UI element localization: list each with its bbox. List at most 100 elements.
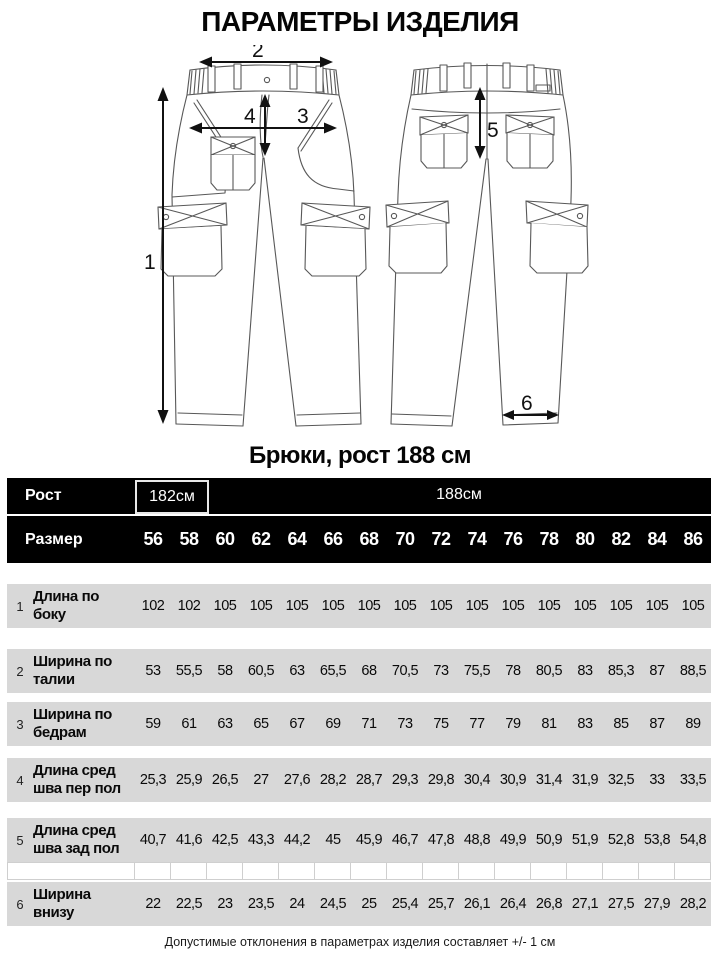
value-cell: 80,5 xyxy=(535,663,563,679)
value-cell: 27,9 xyxy=(643,896,671,912)
value-cell: 58 xyxy=(217,663,233,679)
value-cell: 55,5 xyxy=(175,663,203,679)
value-cell: 45,9 xyxy=(355,832,383,848)
empty-grid-cell xyxy=(7,862,135,880)
value-cell: 105 xyxy=(357,598,381,614)
value-cell: 25,3 xyxy=(139,772,167,788)
empty-grid-cell xyxy=(531,862,567,880)
value-cell: 33,5 xyxy=(679,772,707,788)
value-cell: 105 xyxy=(429,598,453,614)
value-cell: 30,4 xyxy=(463,772,491,788)
row-label: Длина сред шва зад пол xyxy=(33,822,120,857)
value-cell: 22 xyxy=(145,896,161,912)
height-group-182-label: 182см xyxy=(149,488,195,505)
value-cell: 50,9 xyxy=(535,832,563,848)
value-cell: 85,3 xyxy=(607,663,635,679)
pants-technical-drawing: 2 1 4 3 5 6 xyxy=(144,45,589,427)
empty-grid-cell xyxy=(387,862,423,880)
value-cell: 85 xyxy=(613,716,629,732)
value-cell: 105 xyxy=(213,598,237,614)
measure-arrow-6: 6 xyxy=(502,392,559,420)
value-cell: 27,6 xyxy=(283,772,311,788)
value-cell: 105 xyxy=(609,598,633,614)
value-cell: 59 xyxy=(145,716,161,732)
value-cell: 78 xyxy=(505,663,521,679)
value-cell: 73 xyxy=(397,716,413,732)
value-cell: 30,9 xyxy=(499,772,527,788)
size-col-64: 64 xyxy=(287,529,307,549)
value-cell: 77 xyxy=(469,716,485,732)
pants-front-view xyxy=(157,63,371,427)
tolerance-note: Допустимые отклонения в параметрах издел… xyxy=(164,935,556,949)
value-cell: 60,5 xyxy=(247,663,275,679)
value-cell: 105 xyxy=(321,598,345,614)
size-col-60: 60 xyxy=(215,529,235,549)
value-cell: 65,5 xyxy=(319,663,347,679)
value-cell: 102 xyxy=(177,598,201,614)
value-cell: 27,1 xyxy=(571,896,599,912)
value-cell: 70,5 xyxy=(391,663,419,679)
value-cell: 32,5 xyxy=(607,772,635,788)
value-cell: 105 xyxy=(501,598,525,614)
size-col-62: 62 xyxy=(251,529,271,549)
row-label: Ширина по талии xyxy=(33,653,112,688)
value-cell: 105 xyxy=(573,598,597,614)
value-cell: 73 xyxy=(433,663,449,679)
height-group-188-label: 188см xyxy=(436,486,482,503)
value-cell: 87 xyxy=(649,716,665,732)
value-cell: 105 xyxy=(537,598,561,614)
value-cell: 46,7 xyxy=(391,832,419,848)
empty-grid-cell xyxy=(423,862,459,880)
row-number: 6 xyxy=(16,896,24,912)
value-cell: 28,2 xyxy=(319,772,347,788)
value-cell: 87 xyxy=(649,663,665,679)
value-cell: 75,5 xyxy=(463,663,491,679)
value-cell: 105 xyxy=(393,598,417,614)
value-cell: 49,9 xyxy=(499,832,527,848)
size-col-82: 82 xyxy=(611,529,631,549)
empty-grid-cell xyxy=(639,862,675,880)
empty-grid-cell xyxy=(603,862,639,880)
value-cell: 25,7 xyxy=(427,896,455,912)
value-cell: 105 xyxy=(249,598,273,614)
value-cell: 45 xyxy=(325,832,341,848)
value-cell: 42,5 xyxy=(211,832,239,848)
size-col-66: 66 xyxy=(323,529,343,549)
value-cell: 67 xyxy=(289,716,305,732)
size-col-72: 72 xyxy=(431,529,451,549)
value-cell: 26,4 xyxy=(499,896,527,912)
row-number: 4 xyxy=(16,772,24,788)
value-cell: 33 xyxy=(649,772,665,788)
size-col-80: 80 xyxy=(575,529,595,549)
value-cell: 29,3 xyxy=(391,772,419,788)
value-cell: 25,4 xyxy=(391,896,419,912)
value-cell: 26,8 xyxy=(535,896,563,912)
value-cell: 105 xyxy=(645,598,669,614)
marker-2: 2 xyxy=(252,45,264,62)
value-cell: 28,2 xyxy=(679,896,707,912)
value-cell: 24,5 xyxy=(319,896,347,912)
value-cell: 69 xyxy=(325,716,341,732)
value-cell: 27 xyxy=(253,772,269,788)
value-cell: 75 xyxy=(433,716,449,732)
value-cell: 105 xyxy=(285,598,309,614)
value-cell: 47,8 xyxy=(427,832,455,848)
value-cell: 63 xyxy=(217,716,233,732)
row-label: Длина по боку xyxy=(33,588,100,623)
value-cell: 41,6 xyxy=(175,832,203,848)
measure-arrow-1: 1 xyxy=(144,87,169,424)
empty-grid-cell xyxy=(135,862,171,880)
size-col-70: 70 xyxy=(395,529,415,549)
value-cell: 105 xyxy=(465,598,489,614)
empty-grid-cell xyxy=(207,862,243,880)
size-col-74: 74 xyxy=(467,529,487,549)
value-cell: 81 xyxy=(541,716,557,732)
pants-back-view xyxy=(385,62,589,427)
value-cell: 105 xyxy=(681,598,705,614)
